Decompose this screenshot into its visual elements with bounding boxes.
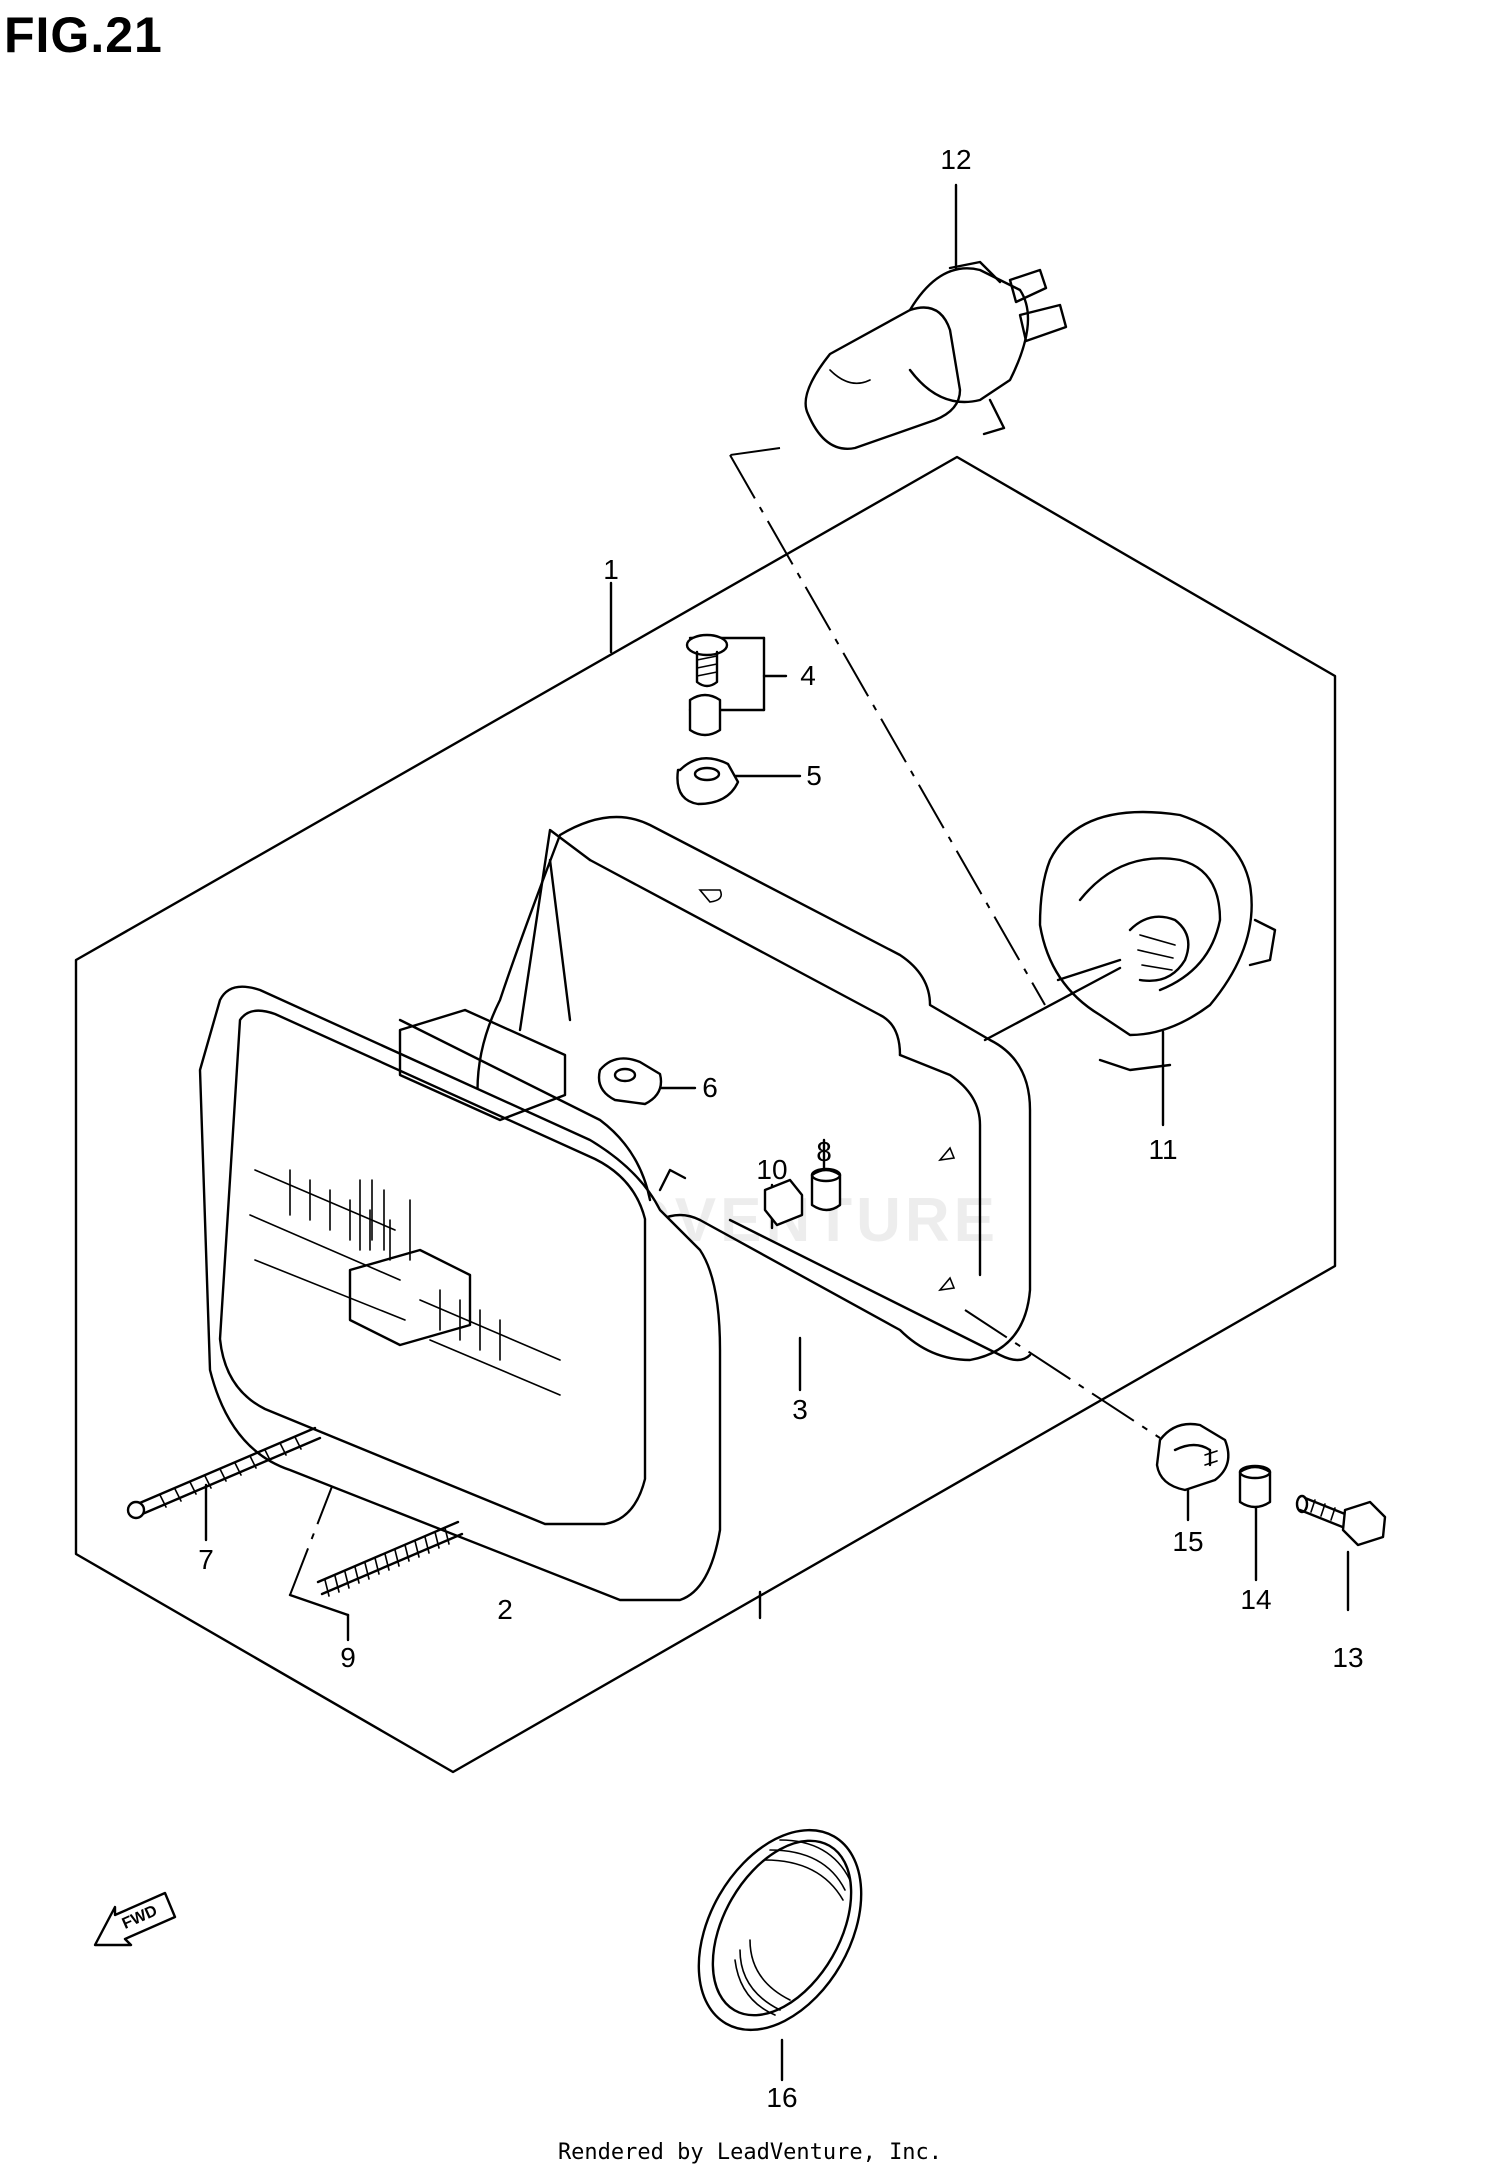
callout-10: 10 (756, 1154, 788, 1185)
bulb-socket-cover-icon (983, 810, 1277, 1072)
bolt-icon (1295, 1494, 1387, 1547)
reflector-icon (697, 1828, 863, 2032)
nut-icon (763, 1178, 804, 1227)
spring-icon (316, 1520, 464, 1597)
collar-icon-14 (1238, 1464, 1272, 1509)
callout-14: 14 (1240, 1584, 1272, 1615)
callout-5: 5 (806, 760, 822, 791)
callout-16: 16 (766, 2082, 798, 2113)
screw-and-spacer-icon (685, 633, 729, 737)
grommet-icon (676, 757, 740, 806)
clip-nut-icon (597, 1057, 663, 1106)
callout-12: 12 (940, 144, 972, 175)
headlamp-lens-unit-icon (198, 985, 722, 1602)
callout-7: 7 (198, 1544, 214, 1575)
collar-icon (810, 1167, 842, 1212)
fwd-arrow-icon (93, 1891, 177, 1947)
headlamp-assembly-outline (74, 455, 1337, 1774)
callout-8: 8 (816, 1136, 832, 1167)
callout-1: 1 (603, 554, 619, 585)
callout-13: 13 (1332, 1642, 1364, 1673)
footer-credit: Rendered by LeadVenture, Inc. (557, 2140, 943, 2165)
headlamp-housing-frame-icon (476, 815, 1032, 1362)
callout-4: 4 (800, 660, 816, 691)
callout-6: 6 (702, 1072, 718, 1103)
halogen-bulb-icon (804, 260, 1068, 450)
figure-title: FIG.21 (4, 7, 163, 63)
callout-11: 11 (1148, 1134, 1178, 1165)
callout-15: 15 (1172, 1526, 1204, 1557)
callout-3: 3 (792, 1394, 808, 1425)
callout-9: 9 (340, 1642, 356, 1673)
adjusting-screw-icon (126, 1426, 322, 1520)
cushion-icon (1155, 1422, 1230, 1492)
callout-2: 2 (497, 1594, 513, 1625)
